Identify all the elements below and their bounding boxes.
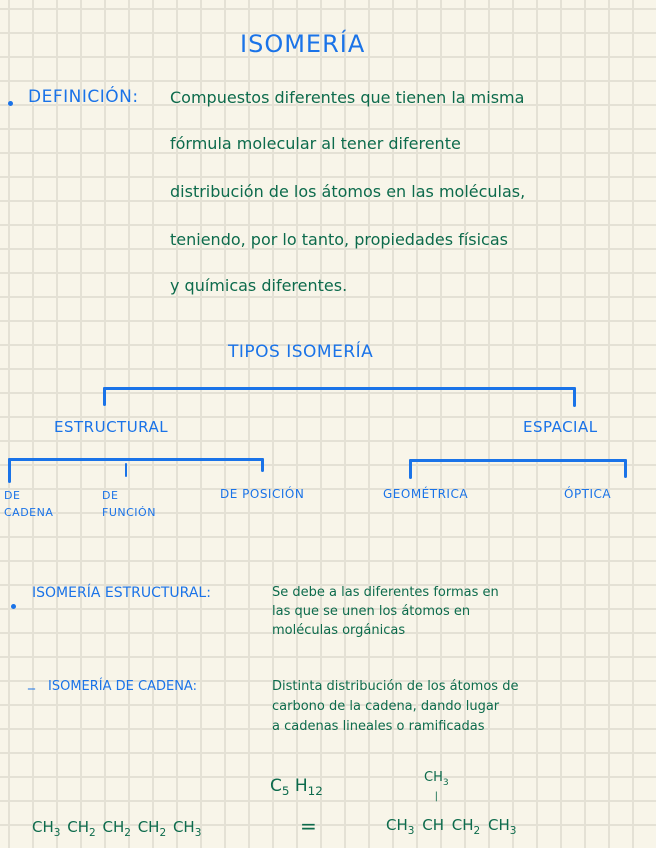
node-chain-line2: cadena xyxy=(4,506,54,519)
group-sub: 2 xyxy=(89,827,96,839)
bullet-definition xyxy=(8,101,13,106)
spatial-connector xyxy=(409,459,627,462)
molecular-h-sub: 12 xyxy=(307,784,323,798)
node-function-line2: función xyxy=(102,506,156,519)
structural-drop-right xyxy=(261,458,264,472)
group-sub: 2 xyxy=(124,827,131,839)
group: CH xyxy=(488,816,510,834)
group: CH xyxy=(386,816,408,834)
chain-line: carbono de la cadena, dando lugar xyxy=(272,699,500,714)
structural-drop-middle xyxy=(125,463,127,477)
chain-line: Distinta distribución de los átomos de xyxy=(272,679,519,694)
structural-drop-left xyxy=(8,458,11,483)
page-title: Isomería xyxy=(240,30,366,58)
tree-connector-top xyxy=(103,387,576,390)
group: CH xyxy=(102,818,125,836)
structural-line: Se debe a las diferentes formas en xyxy=(272,585,499,600)
definition-label: Definición: xyxy=(28,87,139,107)
structural-line: las que se unen los átomos en xyxy=(272,604,471,619)
structural-line: moléculas orgánicas xyxy=(272,623,406,638)
chain-label: Isomería de cadena: xyxy=(48,679,197,694)
node-function-line1: De xyxy=(102,489,119,502)
definition-line: fórmula molecular al tener diferente xyxy=(170,134,461,153)
spatial-drop-right xyxy=(624,459,627,478)
group: CH xyxy=(172,818,195,836)
group: CH xyxy=(422,816,444,834)
node-chain-line1: De xyxy=(4,489,21,502)
branch-ch: CH xyxy=(424,770,443,785)
node-chain: De cadena xyxy=(4,487,53,521)
branch-group: CH3 | xyxy=(424,771,449,803)
tree-connector-right-drop xyxy=(573,387,576,407)
group-sub: 3 xyxy=(53,827,61,839)
node-structural: Estructural xyxy=(54,418,169,436)
group: CH xyxy=(137,818,160,836)
node-position: De posición xyxy=(220,487,305,501)
structural-connector xyxy=(8,458,264,461)
chain-dash: _ xyxy=(28,674,35,690)
molecular-c-sub: 5 xyxy=(281,784,290,798)
chain-line: a cadenas lineales o ramificadas xyxy=(272,719,485,734)
group: CH xyxy=(451,816,474,834)
group: CH xyxy=(32,818,54,836)
group-sub: 3 xyxy=(509,825,517,837)
group-sub: 3 xyxy=(407,825,415,837)
node-optical: Óptica xyxy=(564,487,612,501)
bullet-structural xyxy=(11,604,16,609)
definition-line: Compuestos diferentes que tienen la mism… xyxy=(170,88,525,107)
definition-line: y químicas diferentes. xyxy=(170,276,348,295)
molecular-formula: C5 H12 xyxy=(270,776,323,798)
node-function: De función xyxy=(102,487,156,521)
branch-sub: 3 xyxy=(442,778,449,788)
equals-sign: = xyxy=(300,814,317,838)
node-spatial: Espacial xyxy=(523,418,598,436)
group-sub: 3 xyxy=(194,827,202,839)
branched-formula: CH3 CH CH2 CH3 xyxy=(386,816,516,837)
definition-line: distribución de los átomos en las molécu… xyxy=(170,182,526,201)
molecular-h: H xyxy=(294,776,308,796)
definition-line: teniendo, por lo tanto, propiedades físi… xyxy=(170,230,508,249)
structural-label: Isomería estructural: xyxy=(32,585,211,601)
types-title: Tipos isomería xyxy=(228,342,374,362)
molecular-c: C xyxy=(270,776,282,796)
linear-formula: CH3 CH2 CH2 CH2 CH3 xyxy=(32,818,201,839)
spatial-drop-left xyxy=(409,459,412,479)
branch-bond: | xyxy=(434,791,439,802)
node-geometric: Geométrica xyxy=(383,487,469,501)
group-sub: 2 xyxy=(473,825,481,837)
tree-connector-left-drop xyxy=(103,387,106,406)
group: CH xyxy=(67,818,89,836)
group-sub: 2 xyxy=(159,827,167,839)
